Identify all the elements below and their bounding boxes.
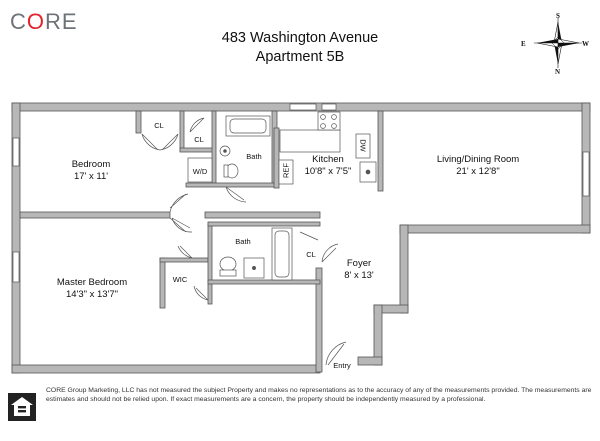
wall-master-closet xyxy=(159,257,166,309)
label-cl-1: CL xyxy=(154,121,164,130)
compass-icon xyxy=(534,18,582,68)
compass-north-label: N xyxy=(555,68,561,76)
label-bath-top: Bath xyxy=(246,152,262,161)
window-bedroom xyxy=(12,137,20,167)
label-cl-3: CL xyxy=(306,250,316,259)
room-bedroom: Bedroom 17' x 11' xyxy=(72,159,111,183)
window-top-1 xyxy=(289,103,317,111)
wall-foyer-right xyxy=(373,304,383,366)
wall-cl1-right xyxy=(179,110,185,152)
room-kitchen: Kitchen 10'8" x 7'5" xyxy=(305,154,352,178)
disclaimer-text: CORE Group Marketing, LLC has not measur… xyxy=(46,387,592,404)
room-foyer-size: 8' x 13' xyxy=(344,270,374,281)
door-bath xyxy=(225,186,247,203)
door-wic xyxy=(193,285,209,301)
wall-bottom-right xyxy=(357,356,383,366)
dishwasher xyxy=(355,133,371,159)
door-bedroom-b xyxy=(171,217,193,233)
equal-housing-icon xyxy=(8,393,36,421)
compass-west-label: W xyxy=(582,40,589,48)
wall-wic xyxy=(159,257,209,263)
room-living-dining: Living/Dining Room 21' x 12'8" xyxy=(437,154,519,178)
window-master xyxy=(12,251,20,283)
room-living-name: Living/Dining Room xyxy=(436,154,520,165)
room-bedroom-name: Bedroom xyxy=(71,159,111,170)
door-master-b xyxy=(177,245,193,259)
compass-east-label: E xyxy=(521,40,526,48)
door-cl1 xyxy=(141,133,161,151)
door-cl3 xyxy=(299,231,319,241)
core-logo: CORE xyxy=(10,9,78,34)
window-living xyxy=(582,151,590,197)
label-bath-bottom: Bath xyxy=(235,237,251,246)
label-wic: WIC xyxy=(172,275,188,284)
door-master xyxy=(169,217,187,233)
wall-wd xyxy=(185,182,277,188)
room-bedroom-size: 17' x 11' xyxy=(73,171,109,182)
door-bedroom xyxy=(169,193,189,213)
wall-bath2-left xyxy=(207,223,213,305)
wall-bath2-bottom xyxy=(207,279,321,285)
wall-east-lower xyxy=(399,224,409,314)
label-cl-2: CL xyxy=(194,135,204,144)
washer-dryer xyxy=(187,157,213,183)
wall-closet-a xyxy=(179,147,215,153)
room-living-size: 21' x 12'8" xyxy=(456,166,500,177)
refrigerator xyxy=(278,159,294,185)
room-master-bedroom: Master Bedroom 14'3" x 13'7" xyxy=(57,277,127,301)
property-address: 483 Washington Avenue xyxy=(221,30,379,46)
room-kitchen-size: 10'8" x 7'5" xyxy=(304,166,352,177)
toilet-bottom xyxy=(219,256,237,272)
room-master-size: 14'3" x 13'7" xyxy=(65,289,119,300)
wall-bed-divider xyxy=(19,211,171,219)
wall-bed1-right xyxy=(135,110,142,134)
wall-foyer-left xyxy=(315,267,323,373)
counter-kitchen xyxy=(279,129,341,153)
wall-kitchen-left xyxy=(273,127,280,189)
bathtub-top-inner xyxy=(229,118,267,134)
room-foyer-name: Foyer xyxy=(346,258,372,269)
label-dw: DW xyxy=(358,139,368,152)
window-top-2 xyxy=(321,103,337,111)
wall-bath-left xyxy=(211,110,217,184)
door-foyer-cl xyxy=(321,243,339,263)
label-ref: REF xyxy=(281,163,291,178)
room-kitchen-name: Kitchen xyxy=(312,154,344,165)
wall-bed-divider-right xyxy=(204,211,321,219)
room-master-name: Master Bedroom xyxy=(56,277,128,288)
label-entry: Entry xyxy=(333,361,351,370)
door-entry xyxy=(325,341,347,366)
compass-south-label: S xyxy=(556,12,560,20)
apartment-number: Apartment 5B xyxy=(255,49,345,65)
wall-bath2-top xyxy=(207,221,321,227)
wall-kitchen-right xyxy=(377,110,384,192)
wall-east-step xyxy=(399,224,591,234)
wall-bottom-left xyxy=(11,364,321,374)
label-washer-dryer: W/D xyxy=(192,167,208,176)
room-foyer: Foyer 8' x 13' xyxy=(344,258,374,282)
door-cl2 xyxy=(189,117,205,133)
door-cl1b xyxy=(159,133,179,151)
